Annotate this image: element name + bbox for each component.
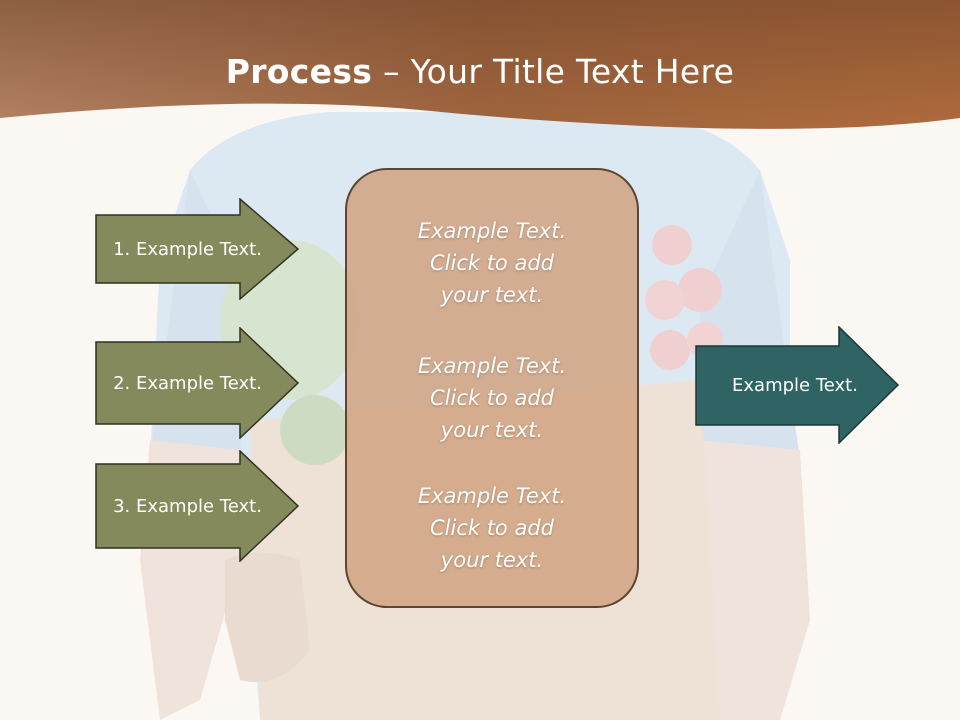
center-paragraph-1: Example Text. Click to add your text. (417, 219, 567, 307)
arrow-shape-icon (95, 450, 300, 562)
process-step-3-arrow[interactable]: 3. Example Text. (95, 450, 300, 562)
center-text-box[interactable]: Example Text. Click to add your text. Ex… (345, 168, 639, 608)
arrow-shape-icon (95, 327, 300, 439)
center-paragraph-3: Example Text. Click to add your text. (417, 484, 567, 572)
result-arrow[interactable]: Example Text. (695, 326, 900, 444)
center-paragraph-2: Example Text. Click to add your text. (417, 354, 567, 442)
result-label: Example Text. (732, 375, 858, 396)
process-step-1-arrow[interactable]: 1. Example Text. (95, 198, 300, 300)
header-band (0, 0, 960, 129)
title-bold: Process (225, 52, 373, 91)
slide-title: Process – Your Title Text Here (0, 52, 960, 91)
arrow-shape-icon (95, 198, 300, 300)
process-step-2-arrow[interactable]: 2. Example Text. (95, 327, 300, 439)
title-rest: – Your Title Text Here (372, 52, 735, 91)
process-step-1-label: 1. Example Text. (113, 238, 262, 260)
process-step-2-label: 2. Example Text. (113, 372, 262, 394)
process-step-3-label: 3. Example Text. (113, 495, 262, 517)
arrow-shape-icon (695, 326, 900, 444)
